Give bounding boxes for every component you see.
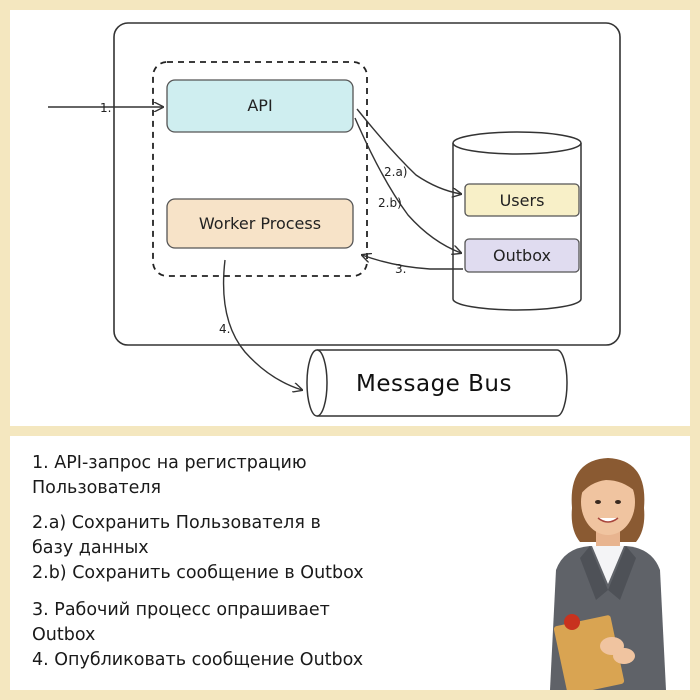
step-2b-label: 2.b) (378, 196, 402, 210)
arrow-step-2a (356, 108, 461, 194)
note-step-2b-line: 2.b) Сохранить сообщение в Outbox (32, 563, 364, 583)
message-bus-cylinder: Message Bus (306, 349, 568, 417)
step-1-label: 1. (100, 101, 111, 115)
service-boundary (152, 61, 368, 277)
note-step-1: 1. API-запрос на регистрацию Пользовател… (32, 451, 452, 501)
businesswoman-illustration (550, 458, 666, 690)
users-table-box: Users (464, 183, 580, 217)
database-cylinder (452, 131, 582, 311)
note-step-4-line: 4. Опубликовать сообщение Outbox (32, 650, 364, 670)
step-3-label: 3. (395, 262, 406, 276)
api-label: API (247, 96, 272, 115)
outbox-table-box: Outbox (464, 238, 580, 273)
architecture-diagram: API Worker Process Users Outbox Message … (48, 22, 621, 417)
note-step-3: 3. Рабочий процесс опрашивает Outbox (32, 598, 452, 648)
note-step-2a-line-2: базу данных (32, 538, 149, 558)
note-step-1-line-2: Пользователя (32, 478, 162, 498)
diagram-panel: API Worker Process Users Outbox Message … (10, 10, 690, 426)
message-bus-label: Message Bus (356, 371, 512, 397)
note-step-1-line-1: 1. API-запрос на регистрацию (32, 453, 307, 473)
worker-label: Worker Process (199, 214, 321, 233)
api-box: API (166, 79, 354, 133)
steps-description: 1. API-запрос на регистрацию Пользовател… (32, 451, 452, 673)
notes-panel: 1. API-запрос на регистрацию Пользовател… (10, 436, 690, 690)
arrow-step-2b (354, 117, 461, 253)
note-step-2a: 2.a) Сохранить Пользователя в базу данны… (32, 511, 452, 561)
arrow-step-3 (362, 255, 463, 270)
outbox-label: Outbox (493, 246, 551, 265)
note-step-4: 4. Опубликовать сообщение Outbox (32, 648, 452, 673)
note-step-2a-line-1: 2.a) Сохранить Пользователя в (32, 513, 321, 533)
users-label: Users (500, 191, 545, 210)
step-2a-label: 2.a) (384, 165, 407, 179)
step-4-label: 4. (219, 322, 230, 336)
note-step-3-line-1: 3. Рабочий процесс опрашивает (32, 600, 330, 620)
arrow-step-4 (222, 259, 302, 390)
system-boundary (113, 22, 621, 346)
note-step-2b: 2.b) Сохранить сообщение в Outbox (32, 561, 452, 586)
worker-process-box: Worker Process (166, 198, 354, 249)
note-step-3-line-2: Outbox (32, 625, 96, 645)
